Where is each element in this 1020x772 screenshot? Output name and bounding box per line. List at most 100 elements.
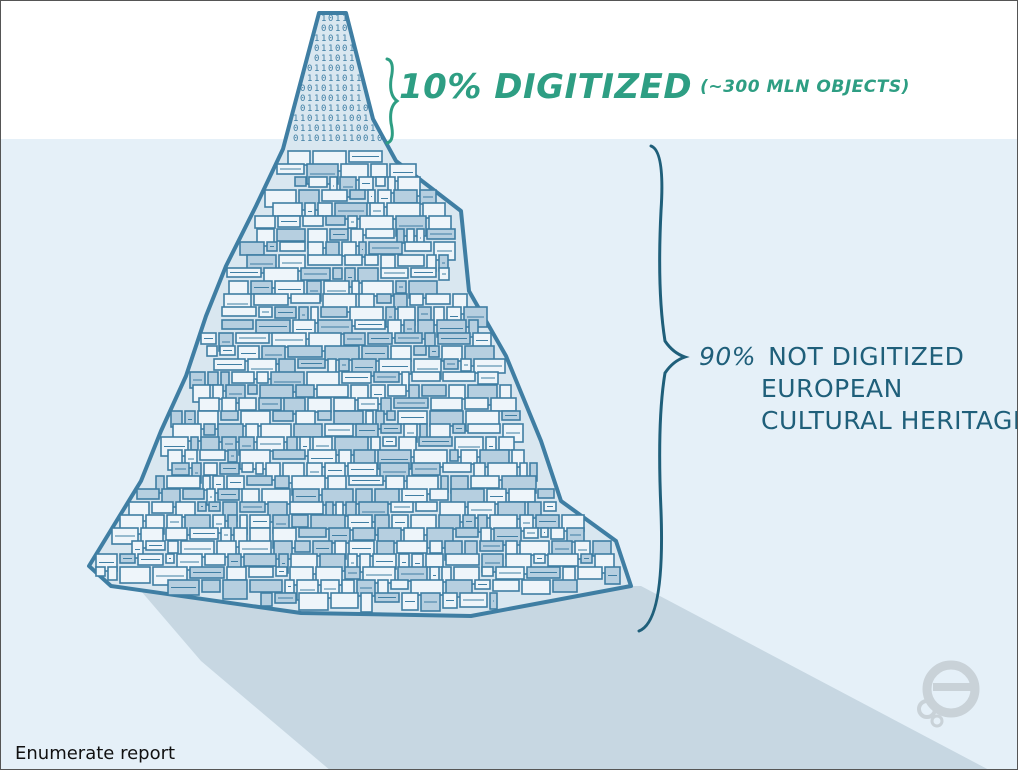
archive-block xyxy=(352,527,376,541)
binary-digit: 1 xyxy=(349,124,354,134)
archive-block xyxy=(409,293,424,306)
archive-block xyxy=(279,241,306,252)
archive-block xyxy=(341,241,357,257)
binary-digit: 1 xyxy=(370,124,375,134)
archive-block xyxy=(552,579,578,593)
archive-block xyxy=(272,202,303,217)
archive-block xyxy=(345,501,357,517)
binary-digit: 1 xyxy=(307,134,312,144)
archive-block xyxy=(226,566,247,581)
archive-block xyxy=(307,254,343,266)
archive-block xyxy=(203,423,216,436)
binary-digit: 0 xyxy=(300,84,305,94)
archive-block xyxy=(119,566,151,584)
archive-block xyxy=(393,189,418,204)
binary-digit: 1 xyxy=(321,34,326,44)
binary-digit: 1 xyxy=(349,74,354,84)
archive-block xyxy=(136,488,160,500)
archive-block xyxy=(460,449,478,465)
binary-digit: 1 xyxy=(307,74,312,84)
archive-block xyxy=(396,228,405,244)
archive-block xyxy=(413,345,427,356)
archive-block xyxy=(547,553,579,567)
binary-digit: 1 xyxy=(328,44,333,54)
not-digitized-label: 90%NOT DIGITIZED EUROPEAN CULTURAL HERIT… xyxy=(699,341,1017,437)
binary-digit: 1 xyxy=(314,34,319,44)
archive-block xyxy=(470,475,500,489)
binary-digit: 1 xyxy=(342,64,347,74)
archive-block xyxy=(182,488,205,500)
side-brace xyxy=(637,144,690,633)
archive-block xyxy=(333,397,356,412)
archive-block xyxy=(294,176,307,187)
archive-block xyxy=(221,306,257,317)
digitized-percent-label: 10% DIGITIZED xyxy=(399,67,693,107)
binary-digit: 0 xyxy=(314,44,319,54)
archive-block xyxy=(241,462,254,473)
archive-block xyxy=(317,410,332,421)
archive-block xyxy=(490,397,517,412)
binary-digit: 0 xyxy=(328,14,333,24)
archive-block xyxy=(316,384,349,398)
binary-digit: 0 xyxy=(342,74,347,84)
binary-digit: 1 xyxy=(321,44,326,54)
archive-block xyxy=(166,475,201,489)
binary-digit: 0 xyxy=(342,24,347,34)
archive-block xyxy=(429,488,449,501)
archive-block xyxy=(295,384,315,398)
archive-block xyxy=(272,410,294,422)
archive-block xyxy=(408,384,420,400)
archive-block xyxy=(260,592,273,607)
archive-block xyxy=(424,332,436,347)
archive-block xyxy=(293,423,323,438)
archive-block xyxy=(239,241,265,256)
archive-block xyxy=(577,566,603,580)
binary-digit: 1 xyxy=(335,74,340,84)
binary-digit: 0 xyxy=(349,64,354,74)
archive-block xyxy=(167,540,179,554)
binary-digit: 0 xyxy=(335,64,340,74)
binary-digit: 1 xyxy=(349,54,354,64)
archive-block xyxy=(519,540,550,556)
archive-block xyxy=(489,514,518,530)
binary-digit: 1 xyxy=(321,14,326,24)
archive-block xyxy=(294,540,311,553)
archive-block xyxy=(248,566,274,578)
binary-digit: 0 xyxy=(363,124,368,134)
archive-block xyxy=(302,215,324,227)
binary-digit: 0 xyxy=(377,134,382,144)
binary-digit: 0 xyxy=(363,134,368,144)
binary-digit: 1 xyxy=(307,124,312,134)
archive-block xyxy=(256,371,269,384)
archive-block xyxy=(396,540,428,554)
archive-block xyxy=(430,397,463,411)
archive-block xyxy=(498,436,515,451)
archive-block xyxy=(349,189,366,200)
archive-block xyxy=(375,410,385,430)
binary-digit: 1 xyxy=(328,74,333,84)
archive-block xyxy=(376,293,392,304)
archive-block xyxy=(272,449,306,460)
binary-digit: 0 xyxy=(300,104,305,114)
archive-block xyxy=(216,540,237,558)
archive-block xyxy=(448,384,466,400)
archive-block xyxy=(442,462,472,473)
digitized-label: 10% DIGITIZED(~300 MLN OBJECTS) xyxy=(399,67,910,107)
binary-digit: 1 xyxy=(321,64,326,74)
archive-block xyxy=(429,540,443,554)
archive-block xyxy=(404,241,432,252)
binary-digit: 1 xyxy=(328,54,333,64)
archive-block xyxy=(206,345,218,357)
archive-block xyxy=(455,527,479,538)
archive-block xyxy=(387,384,407,397)
archive-block xyxy=(425,293,451,305)
archive-block xyxy=(307,397,332,413)
binary-digit: 0 xyxy=(342,104,347,114)
binary-digit: 1 xyxy=(300,134,305,144)
binary-digit: 0 xyxy=(307,64,312,74)
archive-block xyxy=(508,488,536,503)
archive-block xyxy=(351,280,360,295)
archive-block xyxy=(246,475,273,486)
top-brace xyxy=(385,57,400,145)
